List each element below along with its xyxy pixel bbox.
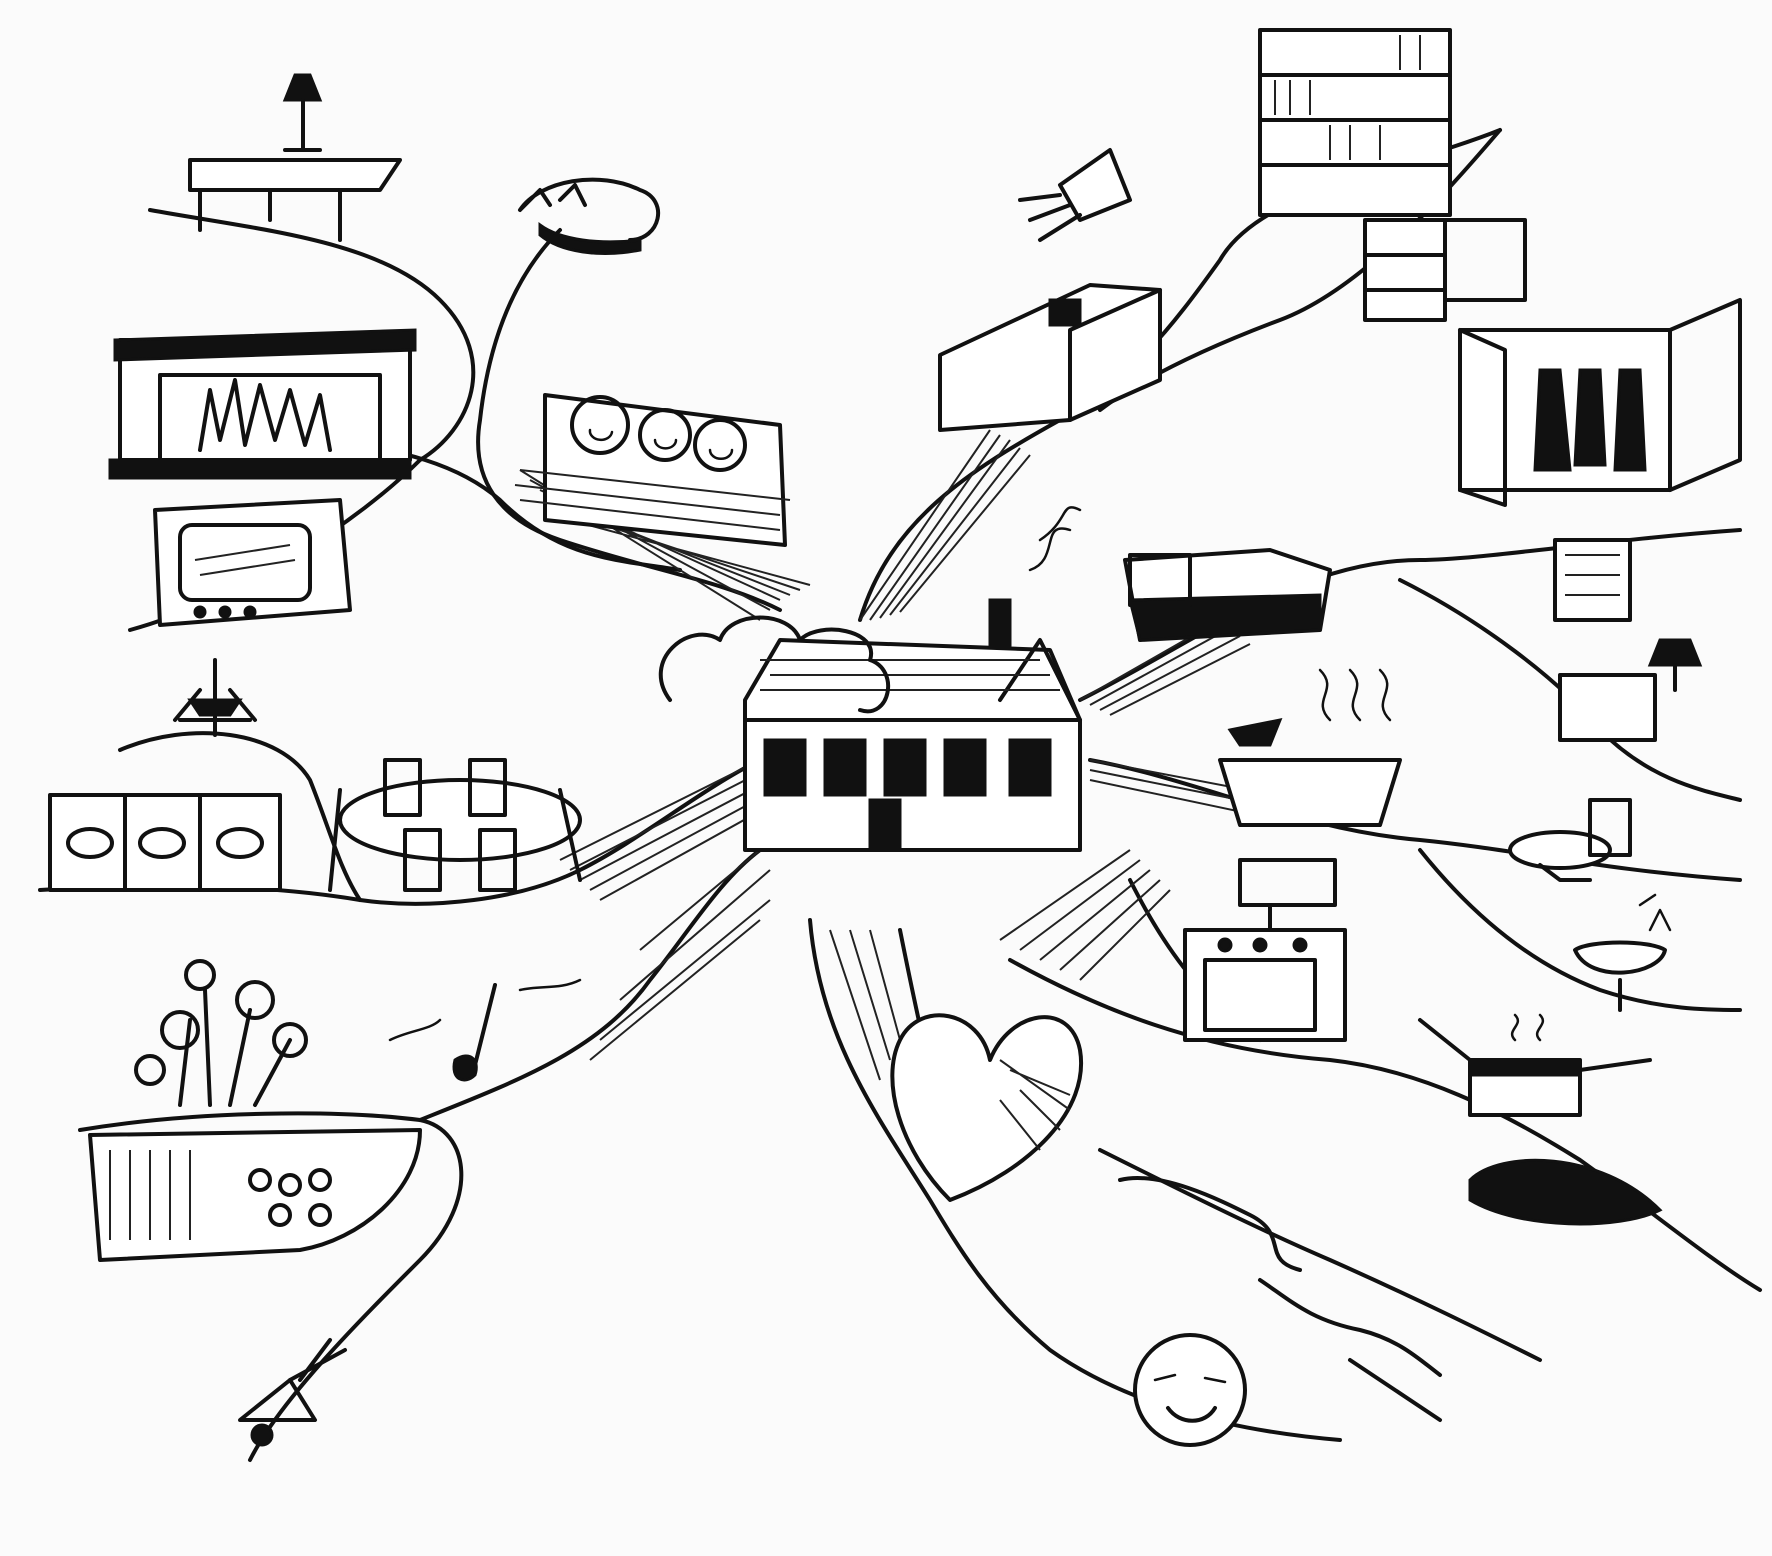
sideboard-icon bbox=[48, 793, 282, 892]
stove-icon bbox=[1183, 858, 1347, 1042]
side-table-icon bbox=[188, 158, 402, 242]
toilet-icon bbox=[1508, 798, 1632, 882]
iron-icon bbox=[1468, 1158, 1663, 1226]
desk-icon bbox=[938, 283, 1162, 432]
wardrobe-icon bbox=[1458, 298, 1742, 507]
cat-icon bbox=[518, 177, 660, 255]
flowers-icon bbox=[134, 959, 308, 1107]
bookcase-icon bbox=[1258, 28, 1452, 217]
music-note-icon bbox=[388, 978, 582, 1082]
branch-cat bbox=[476, 228, 782, 612]
branch-bathroom bbox=[1088, 758, 1742, 882]
branch-bathroom-lower bbox=[1418, 848, 1742, 1012]
fireplace-icon bbox=[108, 328, 417, 480]
desk-lamp-icon bbox=[1018, 148, 1132, 242]
television-icon bbox=[153, 498, 352, 627]
hand-icon bbox=[1118, 1176, 1442, 1422]
cooking-pot-icon bbox=[1418, 1013, 1652, 1117]
dining-table-icon bbox=[328, 758, 582, 892]
heart-icon bbox=[890, 1013, 1084, 1202]
branch-kitchen bbox=[1008, 958, 1762, 1292]
sink-icon bbox=[1573, 893, 1672, 1012]
branch-dining-upper bbox=[118, 731, 362, 902]
branch-hand bbox=[1098, 1148, 1542, 1362]
family-photo-icon bbox=[514, 393, 791, 547]
vegetable-bed-icon bbox=[88, 1128, 422, 1262]
bathtub-icon bbox=[1218, 668, 1402, 827]
wheelbarrow-icon bbox=[238, 1338, 347, 1447]
filing-cabinet-icon bbox=[1363, 218, 1527, 322]
house-icon bbox=[743, 506, 1082, 852]
table-lamp-icon bbox=[282, 73, 323, 152]
armchair-icon bbox=[1553, 538, 1632, 622]
bed-icon bbox=[1123, 548, 1332, 642]
cloud-icon bbox=[658, 615, 890, 714]
smiling-face-icon bbox=[1133, 1333, 1247, 1447]
side-table-lamp-icon bbox=[1558, 638, 1703, 742]
branch-garden-path bbox=[418, 848, 762, 1122]
chandelier-icon bbox=[173, 658, 257, 737]
